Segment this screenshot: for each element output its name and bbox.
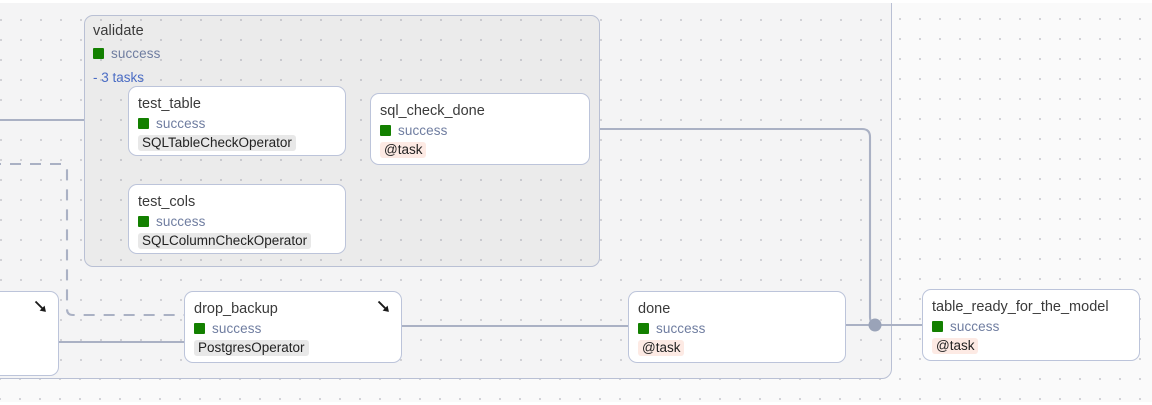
graph-canvas[interactable]: validate success - 3 tasks test_table su… [0, 3, 1152, 402]
task-node-drop-backup[interactable]: drop_backup success PostgresOperator [184, 291, 402, 363]
task-node-state-label: success [156, 214, 206, 229]
task-node-state: success [138, 115, 336, 132]
task-node-test-cols[interactable]: test_cols success SQLColumnCheckOperator [128, 184, 346, 254]
arrow-down-right-icon [34, 300, 46, 312]
task-node-title: test_cols [138, 194, 196, 210]
task-node-operator: @task [932, 338, 979, 354]
task-group-state-label: success [111, 46, 161, 61]
task-node-state: success [932, 318, 1130, 335]
status-square-icon [638, 323, 649, 334]
task-node-state: success [380, 122, 580, 139]
task-node-operator: PostgresOperator [194, 340, 309, 356]
task-node-operator: SQLColumnCheckOperator [138, 233, 312, 249]
task-node-state-label: success [656, 321, 706, 336]
task-node-done[interactable]: done success @task [628, 291, 846, 363]
arrow-down-right-icon [377, 300, 389, 312]
task-node-operator: @task [380, 142, 427, 158]
task-node-state-label: success [156, 116, 206, 131]
task-group-toggle[interactable]: - 3 tasks [93, 70, 145, 85]
task-node-state-label: success [950, 319, 1000, 334]
task-node-partial-left[interactable] [0, 291, 59, 376]
task-node-state-label: success [398, 123, 448, 138]
task-node-title: done [638, 301, 671, 317]
status-square-icon [138, 118, 149, 129]
task-node-operator: @task [638, 340, 685, 356]
task-node-state-label: success [212, 321, 262, 336]
task-node-sql-check-done[interactable]: sql_check_done success @task [370, 93, 590, 165]
task-node-state: success [194, 320, 392, 337]
status-square-icon [932, 321, 943, 332]
task-node-table-ready-for-the-model[interactable]: table_ready_for_the_model success @task [922, 289, 1140, 361]
task-node-title: table_ready_for_the_model [932, 299, 1109, 315]
task-node-test-table[interactable]: test_table success SQLTableCheckOperator [128, 86, 346, 156]
task-group-state: success [93, 46, 160, 61]
status-square-icon [380, 125, 391, 136]
task-node-state: success [138, 213, 336, 230]
status-square-icon [93, 48, 104, 59]
task-group-title: validate [93, 23, 144, 39]
task-node-state: success [638, 320, 836, 337]
task-node-title: drop_backup [194, 301, 278, 317]
task-node-title: sql_check_done [380, 103, 485, 119]
status-square-icon [194, 323, 205, 334]
task-node-title: test_table [138, 96, 201, 112]
status-square-icon [138, 216, 149, 227]
task-node-operator: SQLTableCheckOperator [138, 135, 296, 151]
